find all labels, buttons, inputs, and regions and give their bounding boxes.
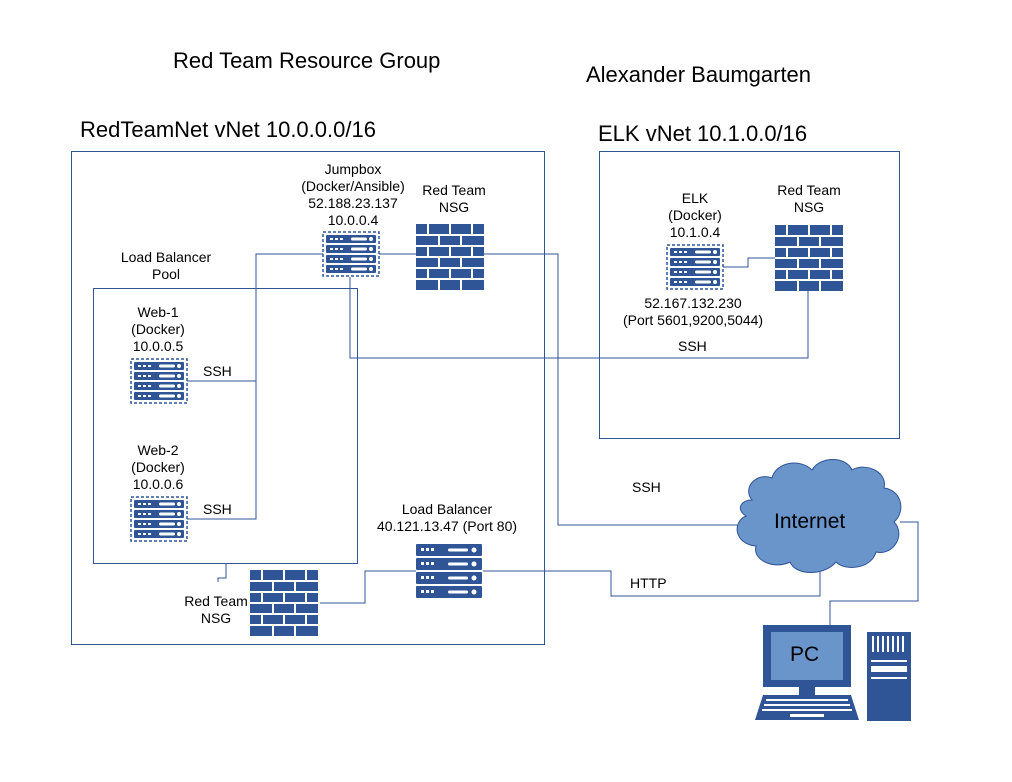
line-internet-pc	[829, 521, 919, 625]
jumpbox-server-icon	[322, 231, 380, 277]
web1-role: (Docker)	[131, 321, 185, 337]
elk-nsg-firewall-icon	[774, 224, 844, 292]
elk-label: ELK (Docker) 10.1.0.4	[668, 190, 722, 241]
elk-server-icon	[666, 244, 724, 290]
lb-pool-box	[93, 288, 358, 564]
lb-pool-label: Load Balancer Pool	[120, 249, 212, 282]
web1-server-icon	[130, 358, 188, 404]
web2-ip: 10.0.0.6	[132, 476, 184, 492]
jumpbox-label: Jumpbox (Docker/Ansible) 52.188.23.137 1…	[301, 161, 404, 229]
elk-public-ip: 52.167.132.230	[644, 295, 742, 311]
load-balancer-name: Load Balancer	[401, 501, 493, 517]
web2-label: Web-2 (Docker) 10.0.0.6	[131, 442, 185, 493]
ssh-elk-label: SSH	[678, 338, 707, 354]
web1-ip: 10.0.0.5	[132, 338, 184, 354]
line-nsg-internet	[484, 253, 740, 526]
elk-ip: 10.1.0.4	[669, 224, 721, 240]
red-nsg-top-firewall-icon	[415, 223, 485, 291]
web2-server-icon	[130, 496, 188, 542]
elk-vnet-title: ELK vNet 10.1.0.0/16	[598, 121, 808, 146]
line-nsg-lb	[320, 570, 416, 604]
load-balancer-label: Load Balancer 40.121.13.47 (Port 80)	[377, 501, 517, 535]
web2-role: (Docker)	[131, 459, 185, 475]
web1-name: Web-1	[137, 304, 179, 320]
ssh-web1-label: SSH	[203, 363, 232, 379]
red-nsg-top-label: Red Team NSG	[422, 182, 486, 215]
ssh-web2-label: SSH	[203, 501, 232, 517]
internet-label: Internet	[774, 510, 846, 533]
red-nsg-bottom-firewall-icon	[249, 569, 319, 637]
elk-public-label: 52.167.132.230 (Port 5601,9200,5044)	[623, 295, 763, 329]
load-balancer-address: 40.121.13.47 (Port 80)	[376, 518, 518, 534]
elk-vnet-box	[599, 151, 900, 439]
line-web1-jumpbox	[187, 253, 323, 382]
connector-lines	[187, 253, 919, 625]
jumpbox-role: (Docker/Ansible)	[301, 178, 405, 194]
jumpbox-public-ip: 52.188.23.137	[308, 195, 398, 211]
elk-ports: (Port 5601,9200,5044)	[622, 312, 764, 328]
ssh-internet-label: SSH	[632, 479, 661, 495]
internet-cloud-icon	[736, 459, 902, 573]
red-vnet-box	[71, 151, 545, 645]
jumpbox-private-ip: 10.0.0.4	[327, 212, 379, 228]
resource-group-title: Red Team Resource Group	[173, 48, 441, 73]
line-lb-internet	[483, 570, 821, 597]
pc-desktop-computer-icon	[755, 625, 911, 721]
pc-label: PC	[790, 643, 820, 666]
web2-name: Web-2	[137, 442, 179, 458]
elk-name: ELK	[681, 190, 709, 206]
load-balancer-server-icon	[416, 544, 482, 598]
elk-role: (Docker)	[668, 207, 722, 223]
jumpbox-name: Jumpbox	[324, 161, 382, 177]
author-name: Alexander Baumgarten	[586, 62, 812, 87]
line-elk-nsg	[722, 257, 775, 268]
web1-label: Web-1 (Docker) 10.0.0.5	[131, 304, 185, 355]
elk-nsg-label: Red Team NSG	[777, 182, 841, 215]
line-web2-jumpbox	[187, 381, 257, 520]
red-nsg-bottom-label: Red Team NSG	[184, 593, 248, 626]
line-jumpbox-elk	[349, 277, 809, 359]
red-vnet-title: RedTeamNet vNet 10.0.0.0/16	[80, 117, 376, 142]
line-pool-nsg	[217, 564, 227, 582]
http-label: HTTP	[630, 575, 667, 591]
